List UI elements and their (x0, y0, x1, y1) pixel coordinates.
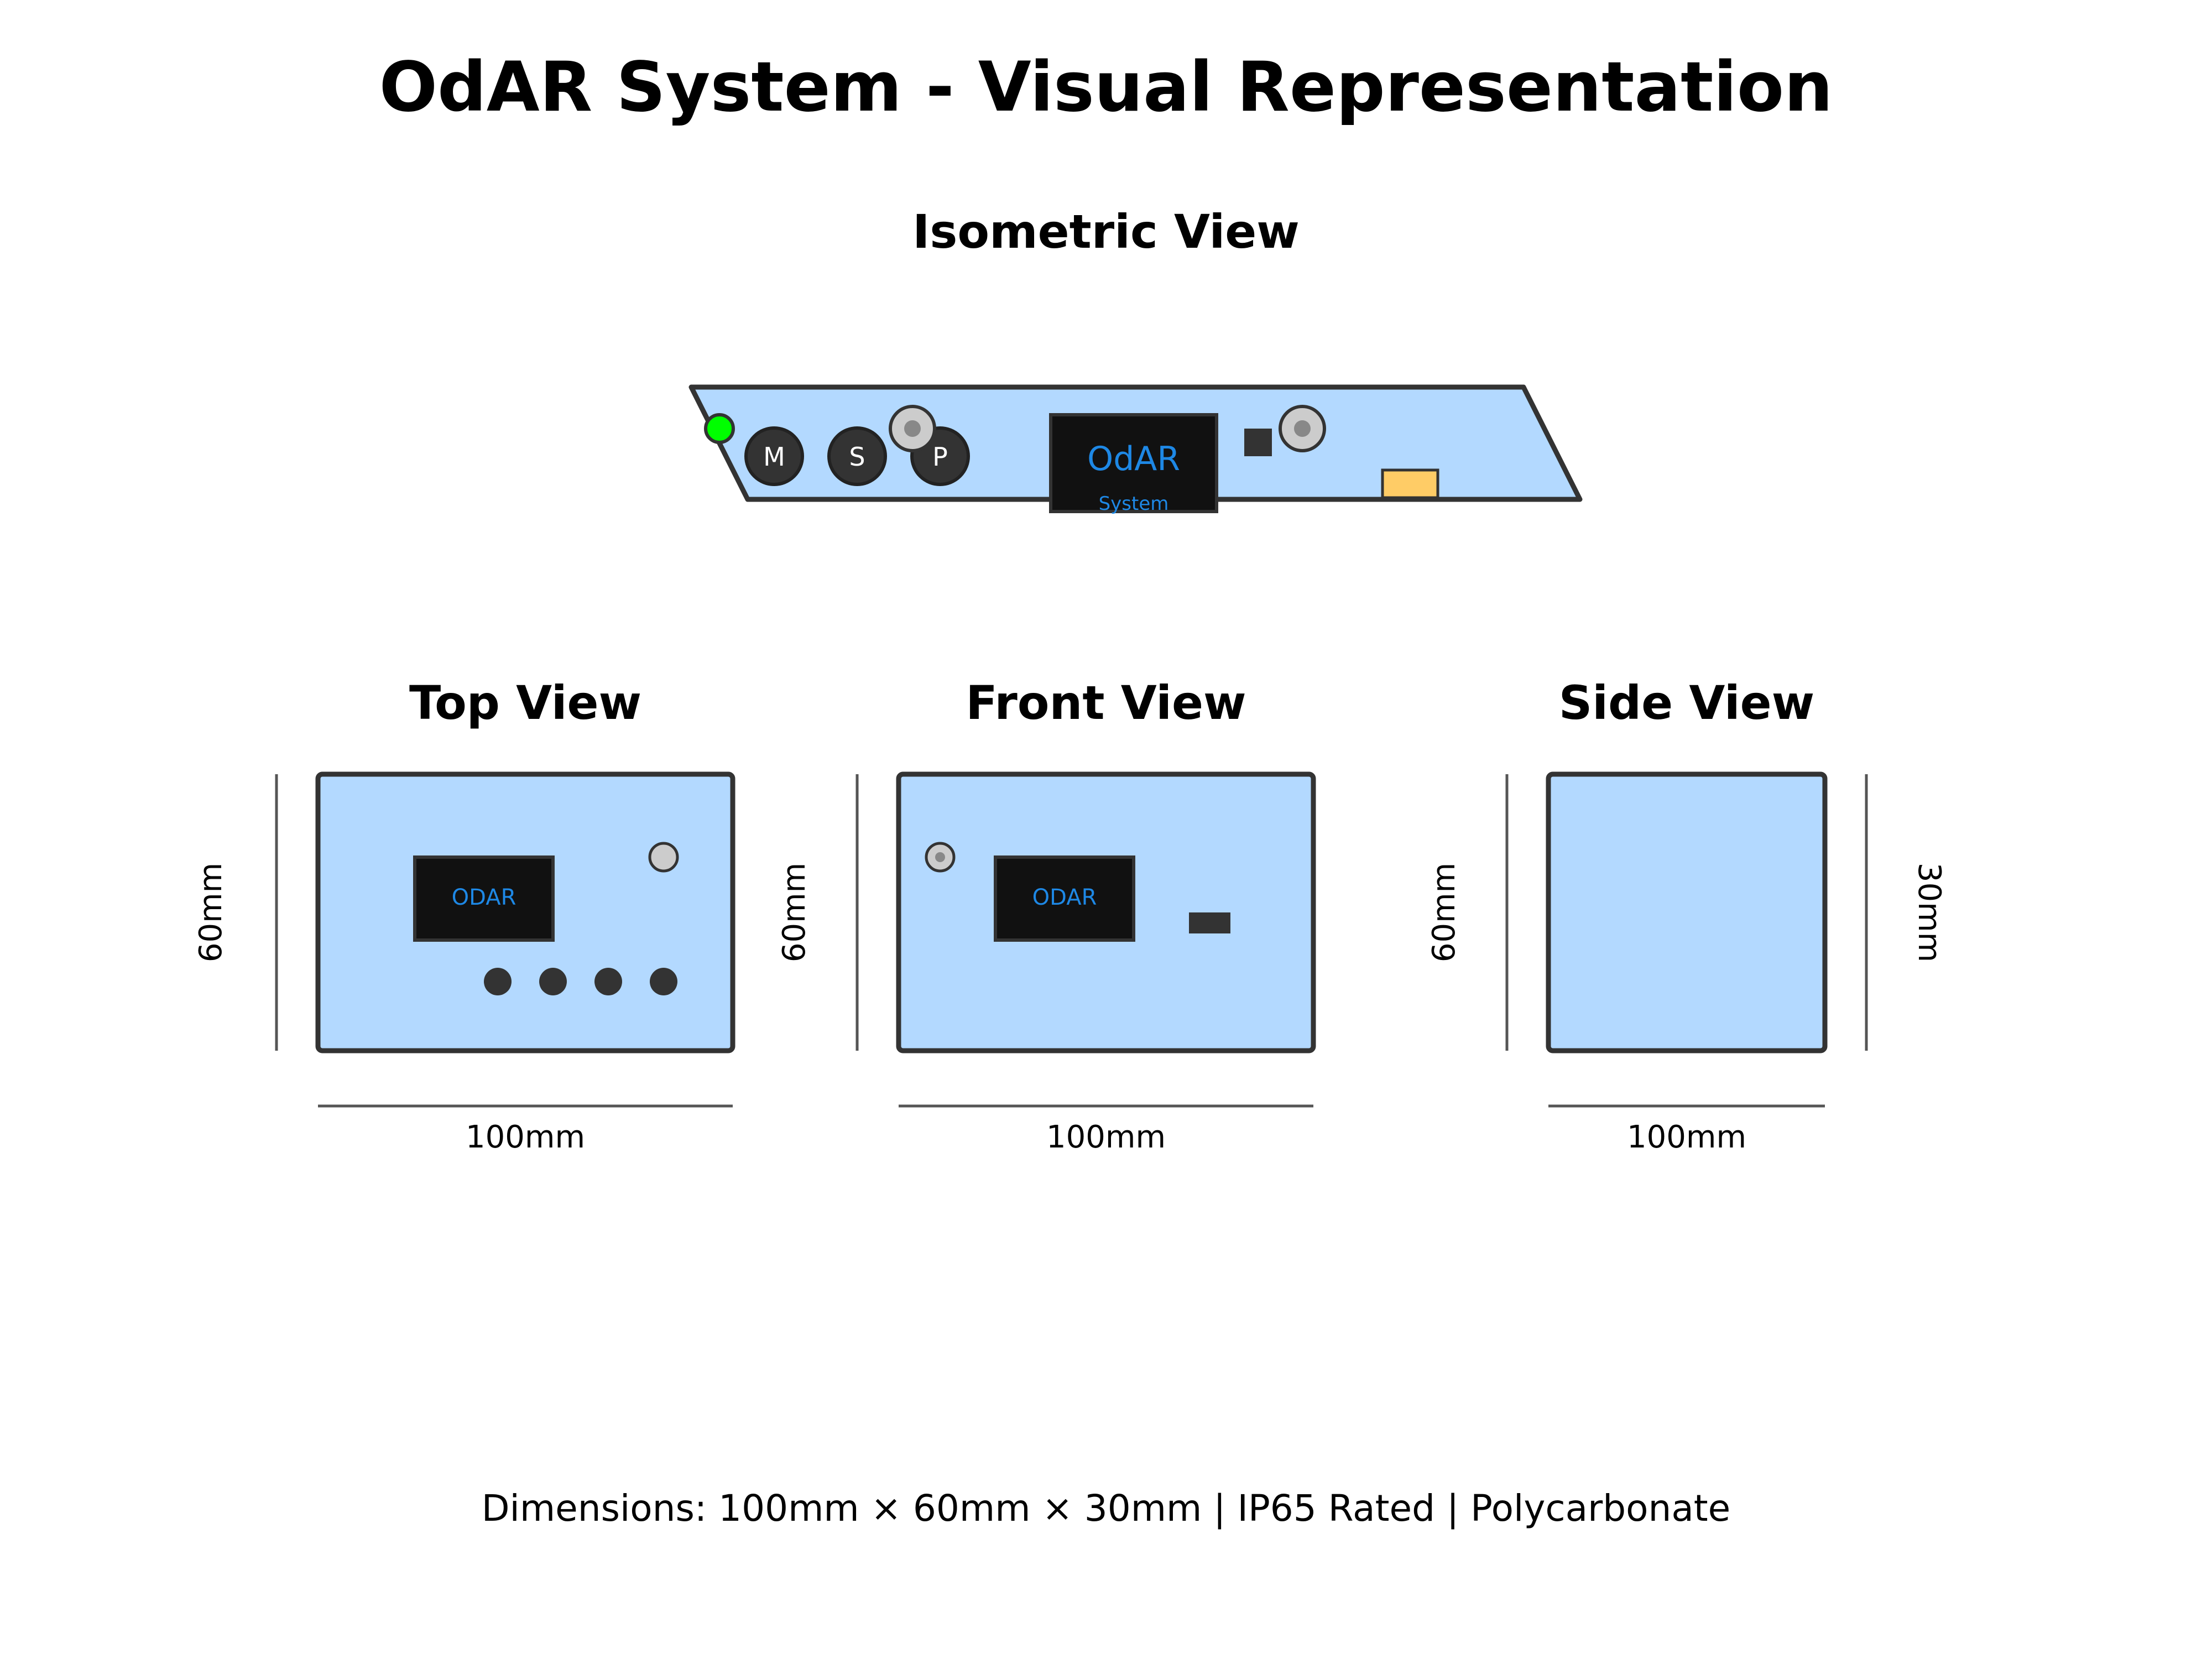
top-width-label: 100mm (466, 1119, 585, 1155)
side-body (1546, 771, 1828, 1053)
iso-button-s-label: S (849, 442, 865, 472)
front-view-heading: Front View (966, 676, 1246, 730)
iso-button-s: S (827, 426, 887, 486)
iso-sensor-square (1244, 429, 1272, 456)
iso-button-m-label: M (763, 442, 785, 472)
top-view-heading: Top View (409, 676, 641, 730)
isometric-view: Isometric View M S P OdAR System (688, 205, 1583, 515)
iso-display-subtitle: System (1099, 493, 1169, 515)
iso-knob-icon (889, 405, 936, 452)
top-button-1 (484, 968, 512, 995)
iso-display (1049, 413, 1218, 513)
front-port (1189, 912, 1230, 933)
top-display (413, 855, 555, 942)
front-view: Front View 60mm ODAR 100mm (776, 676, 1316, 1155)
front-width-label: 100mm (1046, 1119, 1166, 1155)
top-display-label: ODAR (452, 885, 517, 910)
side-width-label: 100mm (1627, 1119, 1746, 1155)
top-knob-icon (648, 842, 679, 873)
top-height-label: 60mm (193, 863, 229, 962)
side-depth-label: 30mm (1911, 863, 1947, 962)
iso-display-title: OdAR (1087, 440, 1180, 478)
front-display (994, 855, 1135, 942)
footer-specs: Dimensions: 100mm × 60mm × 30mm | IP65 R… (482, 1487, 1731, 1530)
side-view-heading: Side View (1559, 676, 1815, 730)
top-button-3 (594, 968, 622, 995)
top-button-2 (539, 968, 567, 995)
front-knob-icon (925, 842, 956, 873)
isometric-heading: Isometric View (912, 205, 1300, 259)
top-view: Top View 60mm ODAR 100mm (193, 676, 735, 1155)
page-title: OdAR System - Visual Representation (379, 48, 1833, 127)
side-height-label: 60mm (1426, 863, 1462, 962)
front-height-label: 60mm (776, 863, 812, 962)
iso-button-m: M (744, 426, 804, 486)
iso-knob-2-icon (1279, 405, 1326, 452)
status-led (704, 413, 735, 444)
top-button-4 (650, 968, 677, 995)
side-view: Side View 60mm 30mm 100mm (1426, 676, 1947, 1155)
iso-button-p-label: P (932, 442, 948, 472)
front-display-label: ODAR (1032, 885, 1097, 910)
iso-port (1381, 468, 1439, 499)
